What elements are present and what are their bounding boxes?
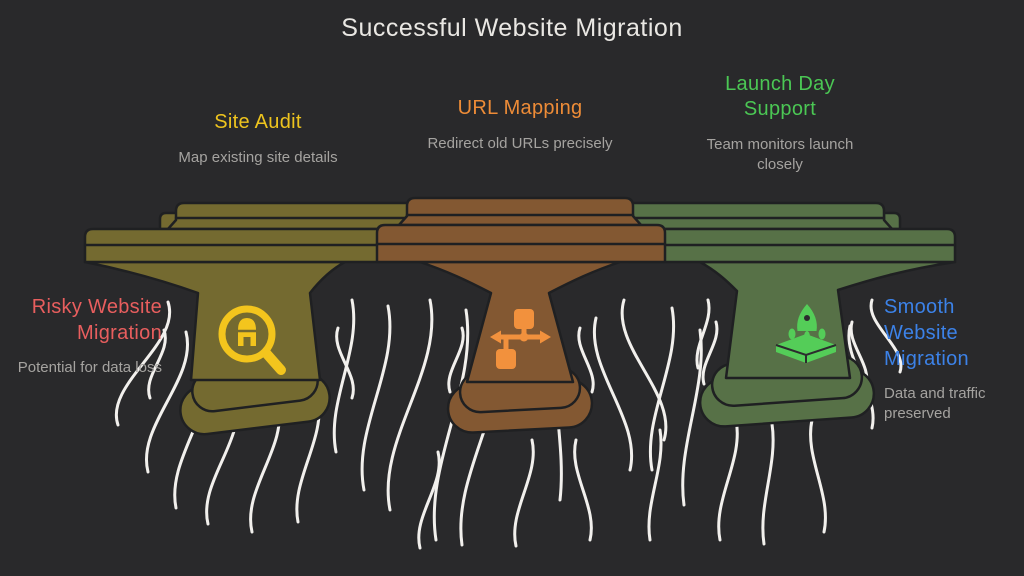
water-line: [761, 422, 775, 546]
water-line: [869, 298, 903, 374]
water-line: [332, 298, 356, 454]
water-line: [513, 438, 535, 548]
middle-rail: [397, 196, 643, 227]
smooth-migration-description: Data and traffic preserved: [884, 385, 986, 422]
risky-migration-label: Risky Website Migration: [31, 296, 162, 344]
right-rail: [627, 201, 894, 231]
magnifier-building-icon: [218, 305, 286, 375]
water-line: [573, 438, 593, 542]
water-line: [681, 328, 703, 507]
smooth-migration-label: Smooth Website Migration: [884, 296, 969, 370]
water-line: [577, 326, 595, 394]
water-line: [145, 330, 189, 474]
risky-migration-block: Risky Website Migration Potential for da…: [10, 294, 162, 378]
left-rail: [166, 201, 447, 231]
step-site-audit: Site Audit Map existing site details: [128, 110, 388, 168]
step-launch-day-support-description: Team monitors launch closely: [706, 136, 854, 173]
water-line: [620, 298, 668, 442]
step-site-audit-description: Map existing site details: [178, 149, 338, 166]
smooth-migration-block: Smooth Website Migration Data and traffi…: [884, 294, 1006, 423]
water-line: [695, 298, 711, 370]
water-line: [147, 328, 167, 400]
water-line: [648, 306, 676, 472]
bridge-segment-launch: [627, 201, 957, 428]
bridge-segment-site-audit: [83, 201, 447, 436]
water-line: [447, 326, 465, 394]
water-line: [335, 326, 355, 400]
water-line: [701, 320, 719, 386]
step-site-audit-label: Site Audit: [214, 111, 302, 133]
step-url-mapping-description: Redirect old URLs precisely: [427, 135, 613, 152]
water-line: [592, 316, 634, 472]
water-line: [432, 308, 470, 542]
step-url-mapping: URL Mapping Redirect old URLs precisely: [425, 96, 615, 154]
water-line: [717, 418, 739, 542]
step-launch-day-support: Launch Day Support Team monitors launch …: [695, 72, 865, 174]
left-pillar: [83, 260, 347, 382]
water-line: [647, 428, 663, 542]
water-line: [114, 300, 172, 427]
water-line: [386, 298, 434, 512]
water-line: [417, 450, 441, 550]
page-title: Successful Website Migration: [341, 14, 683, 42]
risky-migration-description: Potential for data loss: [17, 359, 162, 376]
right-pillar: [698, 260, 957, 380]
rocket-launch-icon: [775, 304, 837, 363]
sitemap-redirect-icon: [490, 309, 551, 369]
bridge-segment-url-mapping: [375, 196, 667, 434]
water-line: [360, 304, 392, 492]
step-launch-day-support-label: Launch Day Support: [725, 73, 835, 120]
water-line: [809, 418, 827, 534]
step-url-mapping-label: URL Mapping: [457, 97, 583, 119]
